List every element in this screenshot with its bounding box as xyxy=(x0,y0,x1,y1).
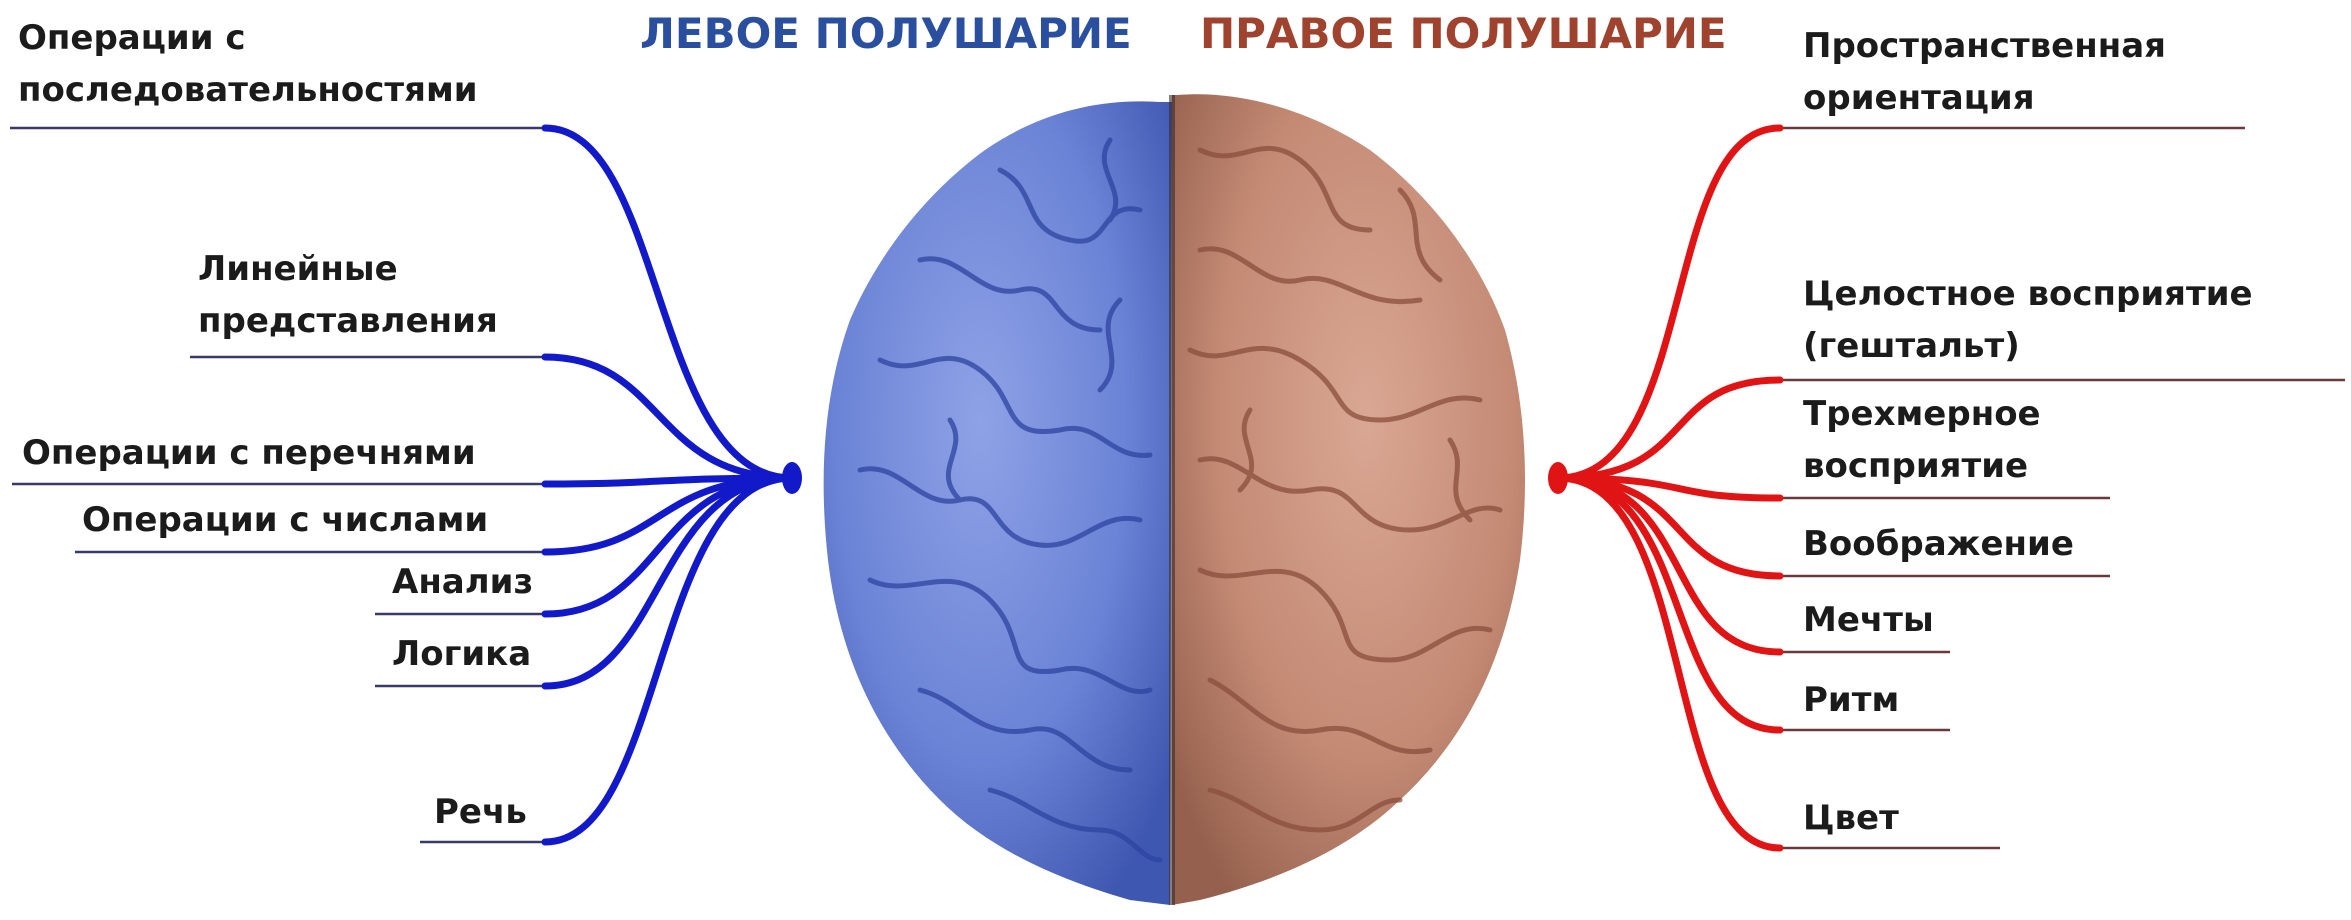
left-label-logic: Логика xyxy=(392,628,531,680)
label-line: Операции с xyxy=(18,12,478,64)
label-line: восприятие xyxy=(1803,440,2041,492)
right-connector-lines xyxy=(1548,128,1780,848)
label-line: Анализ xyxy=(392,556,533,608)
label-line: Воображение xyxy=(1803,518,2074,570)
label-line: (гештальт) xyxy=(1803,320,2253,372)
left-hemisphere xyxy=(824,101,1172,905)
left-label-speech: Речь xyxy=(434,786,527,838)
label-line: представления xyxy=(198,295,498,347)
label-line: последовательностями xyxy=(18,64,478,116)
label-line: Линейные xyxy=(198,243,498,295)
left-label-analysis: Анализ xyxy=(392,556,533,608)
left-label-lists: Операции с перечнями xyxy=(22,427,476,479)
label-line: Операции с перечнями xyxy=(22,427,476,479)
label-line: Ритм xyxy=(1803,674,1899,726)
label-line: Операции с числами xyxy=(82,494,488,546)
right-connector-hub xyxy=(1548,462,1568,494)
left-connector-lines xyxy=(545,128,802,842)
right-label-spatial: Пространственная ориентация xyxy=(1803,20,2166,124)
right-connector-curve xyxy=(1558,380,1780,478)
right-connector-curve xyxy=(1558,128,1780,478)
label-line: ориентация xyxy=(1803,72,2166,124)
left-connector-curve xyxy=(545,357,792,478)
right-label-color: Цвет xyxy=(1803,792,1899,844)
label-line: Логика xyxy=(392,628,531,680)
left-connector-hub xyxy=(782,462,802,494)
label-line: Речь xyxy=(434,786,527,838)
left-underlines xyxy=(10,128,545,842)
label-line: Трехмерное xyxy=(1803,388,2041,440)
label-line: Пространственная xyxy=(1803,20,2166,72)
right-label-rhythm: Ритм xyxy=(1803,674,1899,726)
right-label-gestalt: Целостное восприятие (гештальт) xyxy=(1803,268,2253,372)
right-label-imagination: Воображение xyxy=(1803,518,2074,570)
label-line: Целостное восприятие xyxy=(1803,268,2253,320)
right-connector-curve xyxy=(1558,478,1780,848)
left-label-linear: Линейные представления xyxy=(198,243,498,347)
right-hemisphere-heading: ПРАВОЕ ПОЛУШАРИЕ xyxy=(1200,6,1727,62)
right-label-dreams: Мечты xyxy=(1803,594,1934,646)
left-hemisphere-heading: ЛЕВОЕ ПОЛУШАРИЕ xyxy=(640,6,1132,62)
left-label-sequences: Операции с последовательностями xyxy=(18,12,478,116)
right-label-3d: Трехмерное восприятие xyxy=(1803,388,2041,492)
label-line: Мечты xyxy=(1803,594,1934,646)
left-label-numbers: Операции с числами xyxy=(82,494,488,546)
label-line: Цвет xyxy=(1803,792,1899,844)
right-connector-curve xyxy=(1558,478,1780,576)
